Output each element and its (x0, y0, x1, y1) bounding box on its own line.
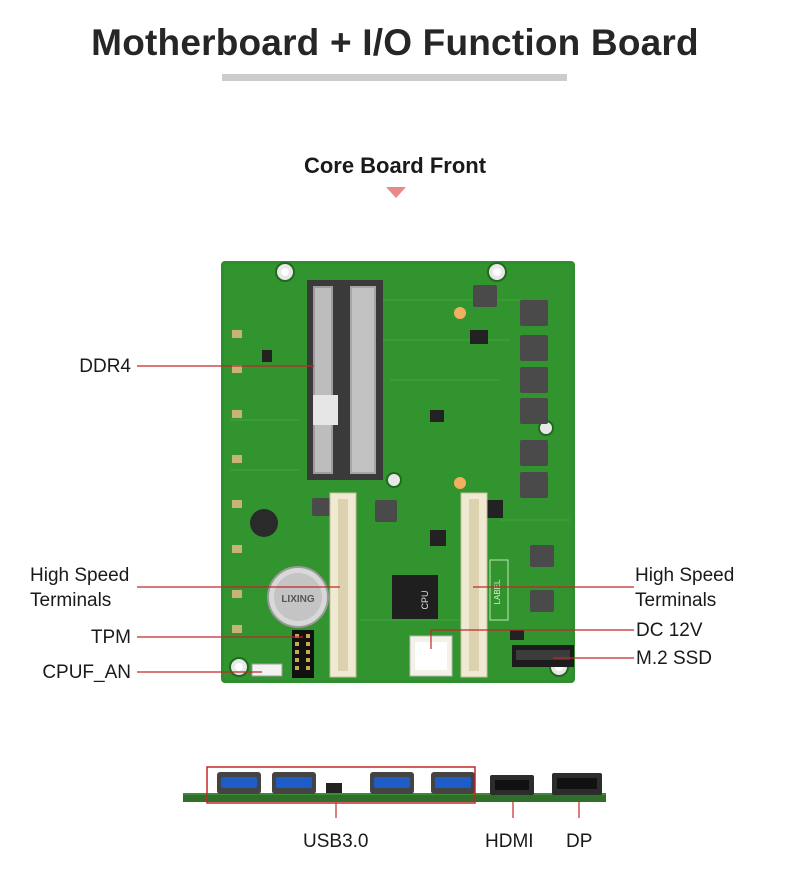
dc12v-label: DC 12V (636, 620, 703, 641)
inductors (312, 285, 554, 612)
ddr4-slot (307, 280, 383, 480)
tpm-header (292, 630, 314, 678)
dp-label: DP (566, 831, 593, 852)
usb-highlight-box (206, 766, 476, 804)
high-speed-left-line-2: Terminals (30, 590, 112, 611)
page-title: Motherboard + I/O Function Board (91, 22, 699, 63)
m2ssd-label: M.2 SSD (636, 648, 713, 669)
high-speed-left-line-1: High Speed (30, 565, 130, 586)
cpu-silk: CPU (420, 590, 430, 609)
high-speed-left-label: High Speed Terminals (30, 563, 129, 613)
dp-port (552, 773, 602, 795)
cpu-chip: CPU (392, 575, 438, 619)
coin-battery: LIXING (267, 566, 329, 628)
title-underline (222, 74, 567, 81)
high-speed-right-line-1: High Speed (635, 565, 735, 586)
tpm-label: TPM (90, 627, 131, 648)
battery-silk: LIXING (281, 594, 315, 605)
hdmi-port (490, 775, 534, 795)
high-speed-right-label: High Speed Terminals (635, 563, 734, 613)
cpufan-connector (251, 663, 283, 677)
ddr4-label: DDR4 (79, 356, 131, 377)
usb30-label: USB3.0 (303, 831, 369, 852)
edge-pads (232, 330, 242, 633)
buzzer (250, 509, 278, 537)
down-arrow-icon (386, 187, 406, 198)
high-speed-connector-left (329, 492, 357, 678)
mounting-holes (229, 262, 569, 677)
io-function-board (183, 766, 606, 804)
hdmi-label: HDMI (485, 831, 534, 852)
section-subtitle: Core Board Front (303, 153, 487, 178)
high-speed-right-line-2: Terminals (635, 590, 717, 611)
label-silkscreen: LABEL (489, 559, 509, 621)
high-speed-connector-right (460, 492, 488, 678)
usb-ports (217, 772, 475, 794)
cpufan-label: CPUF_AN (42, 662, 131, 683)
small-chips (262, 330, 524, 640)
label-silk: LABEL (493, 579, 502, 604)
dc12v-callout-line (430, 629, 634, 649)
